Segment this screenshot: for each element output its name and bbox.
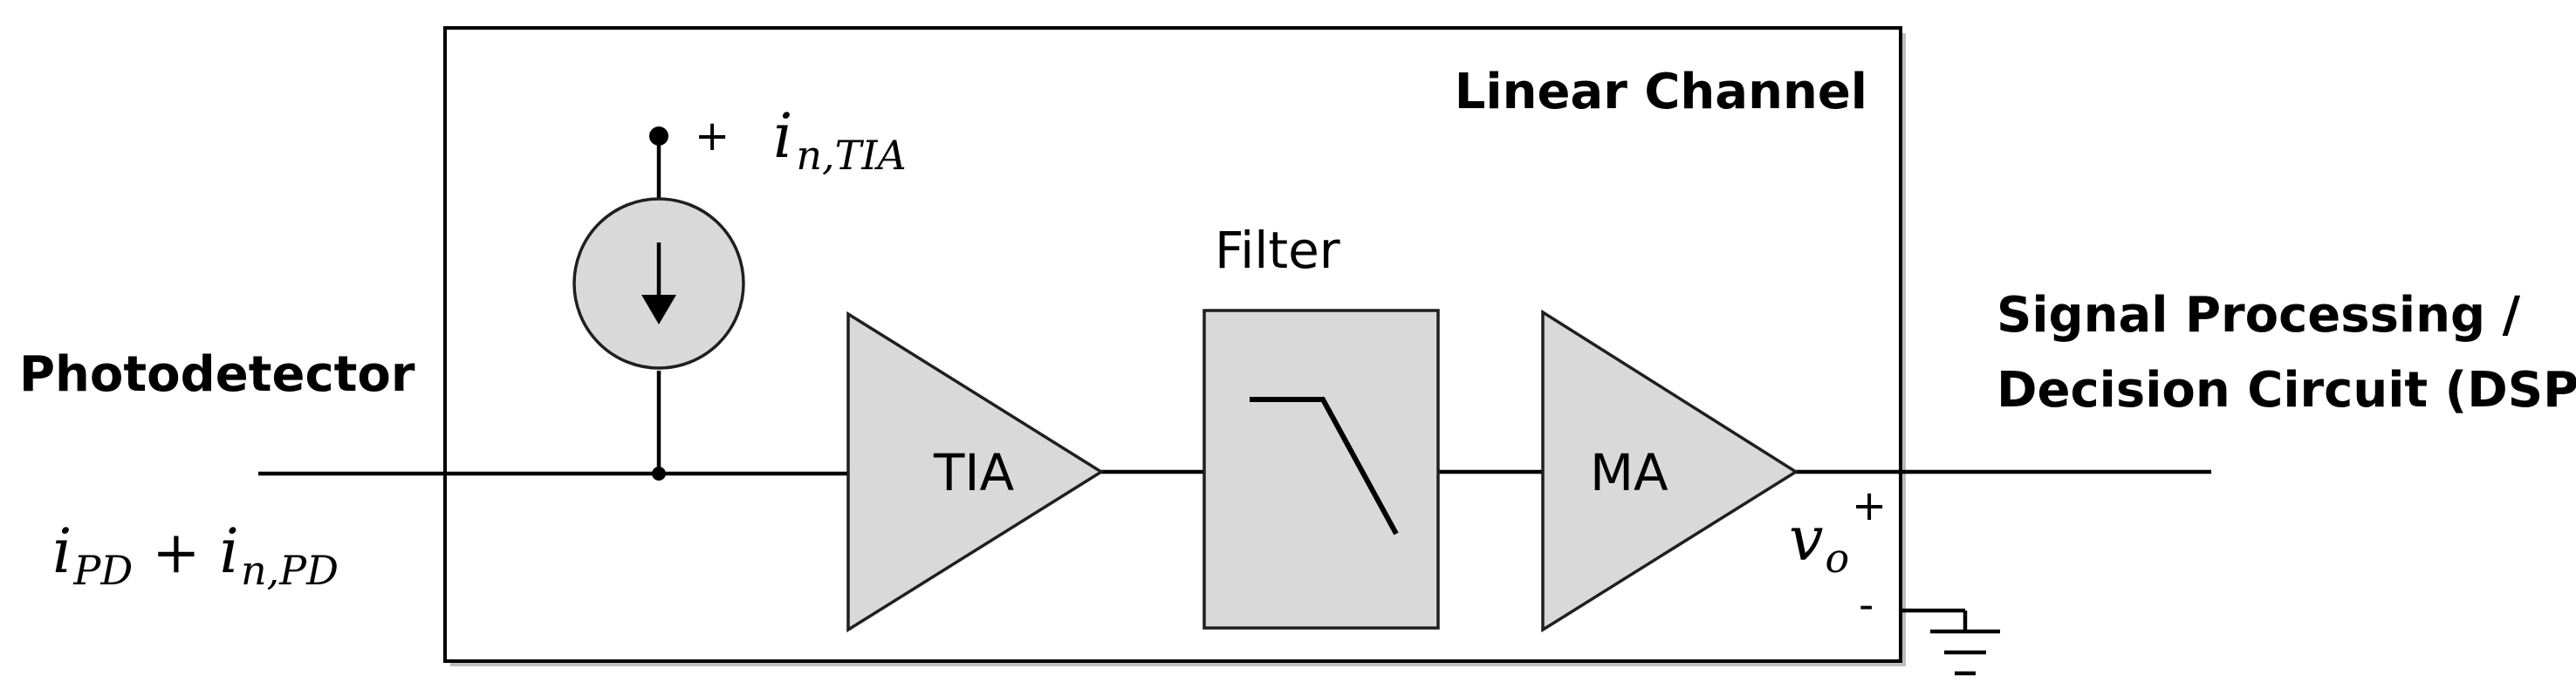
input-term1-subscript: PD — [72, 547, 133, 594]
input-current-expression: iPD+in,PD — [52, 515, 339, 594]
output-plus: + — [1852, 481, 1887, 530]
filter-block — [1202, 309, 1440, 630]
output-voltage-base: v — [1789, 503, 1824, 575]
ma-amplifier — [1541, 309, 1799, 633]
output-minus: - — [1859, 581, 1874, 630]
output-label-line1: Signal Processing / — [1997, 287, 2521, 344]
noise-source-plus: + — [695, 112, 730, 160]
noise-tia-base: i — [773, 100, 792, 172]
photodetector-label: Photodetector — [19, 346, 415, 403]
output-voltage-symbol: vo — [1789, 503, 1849, 582]
output-voltage-subscript: o — [1826, 535, 1850, 582]
lowpass-response-icon — [1250, 397, 1399, 536]
output-label-line2: Decision Circuit (DSP) — [1997, 362, 2576, 419]
input-term1-base: i — [52, 515, 72, 587]
noise-tia-symbol: in,TIA — [773, 100, 907, 179]
junction-node — [652, 467, 666, 481]
ma-label: MA — [1590, 443, 1668, 502]
input-term2-base: i — [220, 515, 239, 587]
filter-label: Filter — [1215, 221, 1340, 280]
noise-tia-subscript: n,TIA — [796, 132, 906, 179]
linear-channel-title: Linear Channel — [1455, 64, 1867, 120]
tia-amplifier — [846, 310, 1105, 633]
input-operator: + — [152, 519, 200, 586]
input-term2-subscript: n,PD — [241, 547, 339, 594]
tia-label: TIA — [933, 443, 1015, 502]
down-arrow-icon — [641, 295, 676, 324]
